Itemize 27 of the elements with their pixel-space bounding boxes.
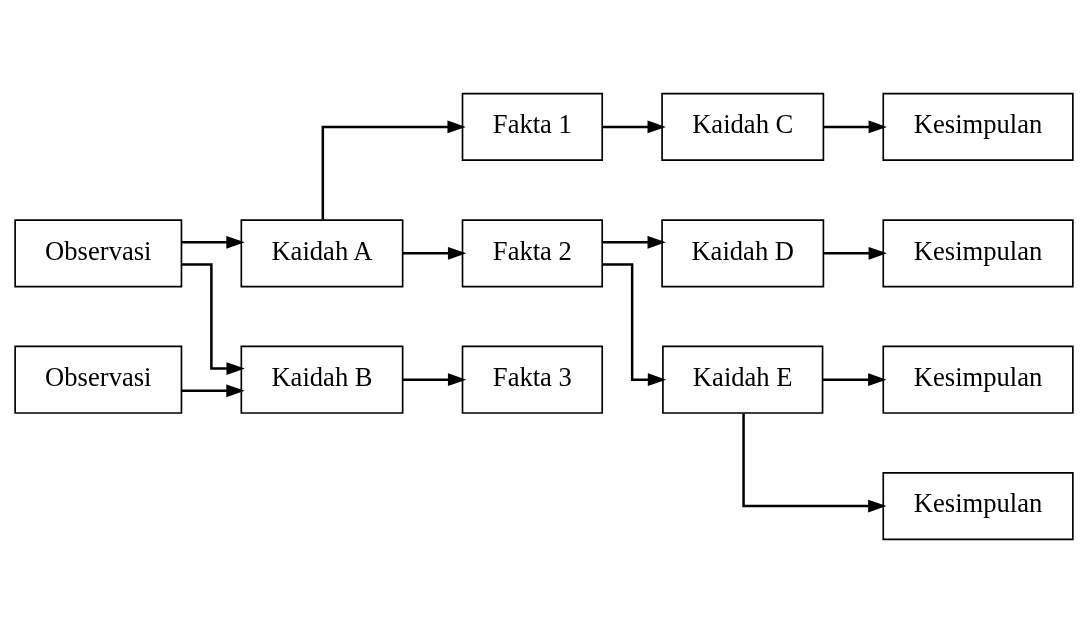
arrow — [181, 235, 245, 249]
node-box: Fakta 2 — [461, 218, 604, 287]
arrow — [402, 246, 467, 260]
node-box: Fakta 3 — [461, 345, 604, 414]
arrow — [602, 120, 666, 133]
arrow — [823, 372, 887, 386]
node-box: Kaidah E — [662, 345, 824, 414]
arrow — [823, 246, 887, 260]
node-box: Kaidah B — [240, 345, 404, 414]
node-box: Fakta 1 — [461, 92, 604, 161]
arrow — [602, 262, 667, 386]
arrow — [181, 383, 245, 397]
arrow — [402, 372, 467, 386]
node-box: Kesimpulan — [882, 471, 1074, 540]
node-box: Kesimpulan — [882, 218, 1074, 287]
arrow — [181, 262, 245, 375]
node-box: Observasi — [14, 218, 183, 287]
arrow — [823, 120, 887, 133]
node-box: Kaidah A — [240, 218, 404, 287]
arrow — [602, 235, 666, 249]
node-box: Kaidah C — [661, 92, 825, 161]
node-box: Kesimpulan — [882, 92, 1074, 161]
arrow — [742, 413, 887, 512]
node-box: Kaidah D — [661, 218, 825, 287]
node-box: Kesimpulan — [882, 345, 1074, 414]
node-box: Observasi — [14, 345, 183, 414]
arrow — [321, 120, 466, 219]
